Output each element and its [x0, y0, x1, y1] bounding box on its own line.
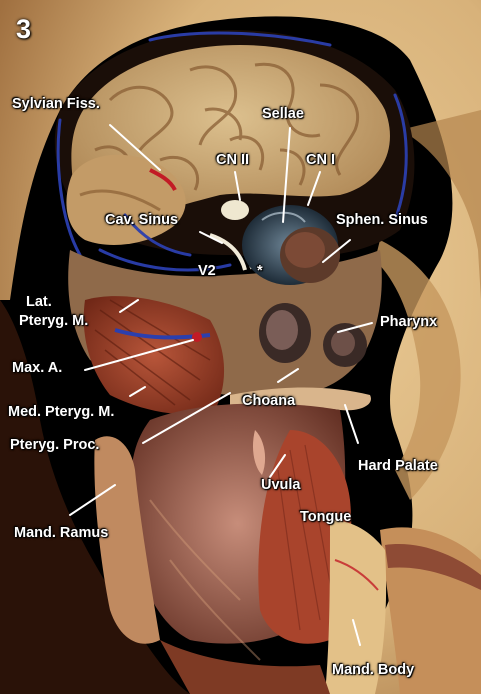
- label-mand-ramus: Mand. Ramus: [14, 525, 109, 541]
- label-mand-body: Mand. Body: [332, 662, 415, 678]
- label-cn1: CN I: [306, 152, 335, 168]
- label-cav-sinus: Cav. Sinus: [105, 212, 179, 228]
- label-max-a: Max. A.: [12, 360, 63, 376]
- label-uvula: Uvula: [261, 477, 301, 493]
- label-tongue: Tongue: [300, 509, 352, 525]
- label-cn2: CN II: [216, 152, 250, 168]
- label-sellae: Sellae: [262, 106, 304, 122]
- label-lat-1: Lat.: [26, 294, 52, 310]
- label-hard-palate: Hard Palate: [358, 458, 438, 474]
- label-med-pteryg: Med. Pteryg. M.: [8, 404, 115, 420]
- panel-number: 3: [16, 14, 32, 44]
- label-sphen-sinus: Sphen. Sinus: [336, 212, 428, 228]
- label-v2: V2: [198, 263, 216, 279]
- label-pteryg-proc: Pteryg. Proc.: [10, 437, 100, 453]
- label-choana: Choana: [242, 393, 296, 409]
- label-lat-2: Pteryg. M.: [19, 313, 89, 329]
- label-pharynx: Pharynx: [380, 314, 438, 330]
- label-sylvian-fissure: Sylvian Fiss.: [12, 96, 100, 112]
- label-asterisk: *: [257, 263, 263, 279]
